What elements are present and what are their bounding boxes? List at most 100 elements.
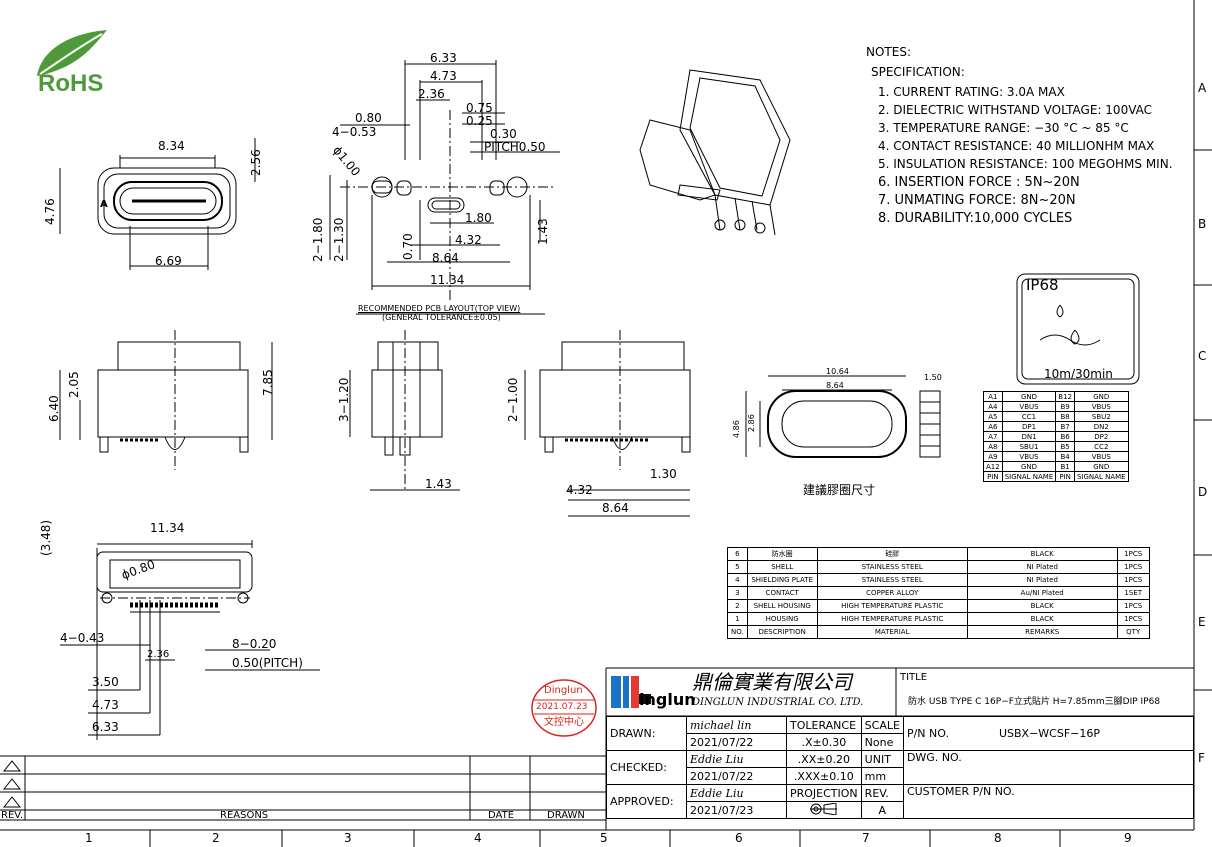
table-cell: GND — [1001, 461, 1057, 472]
dim-label: PITCH0.50 — [484, 140, 546, 154]
table-cell: A12 — [983, 461, 1003, 472]
rev-value: A — [860, 801, 904, 819]
title-block-table: DRAWN: michael lin TOLERANCE SCALE P/N N… — [606, 716, 1194, 819]
dim-label: 3.50 — [92, 675, 119, 689]
table-cell: 6 — [727, 547, 748, 561]
dim-label: (3.48) — [39, 519, 53, 556]
pn-label: P/N NO. — [906, 727, 949, 740]
table-cell: SBU1 — [1001, 441, 1057, 452]
dwg-label: DWG. NO. — [902, 750, 1194, 785]
grid-row-label: F — [1198, 751, 1205, 765]
title-text: 防水 USB TYPE C 16P−F立式貼片 H=7.85mm三腳DIP IP… — [908, 697, 1161, 707]
table-cell: BLACK — [966, 599, 1118, 613]
table-cell: B8 — [1055, 411, 1075, 422]
table-cell: 1PCS — [1116, 573, 1150, 587]
table-cell: A7 — [983, 431, 1003, 442]
table-header: PIN — [983, 471, 1003, 482]
ip68-label: IP68 — [1026, 276, 1059, 294]
table-cell: 硅膠 — [816, 547, 968, 561]
drawn-date: 2021/07/22 — [686, 733, 787, 751]
notes-spec: SPECIFICATION: — [871, 65, 965, 79]
dim-label: 4.32 — [566, 483, 593, 497]
dim-label: 0.80 — [355, 111, 382, 125]
grid-row-label: C — [1198, 349, 1207, 363]
rev-label: REV. — [860, 784, 904, 802]
note-item: 8. DURABILITY:10,000 CYCLES — [878, 211, 1073, 226]
tol-2: .XX±0.20 — [786, 750, 862, 768]
table-cell: B12 — [1055, 391, 1075, 402]
ip68-box — [1016, 273, 1140, 385]
projection-symbol — [786, 801, 862, 819]
note-item: 7. UNMATING FORCE: 8N~20N — [878, 193, 1076, 208]
stamp-line1: Dinglun — [544, 685, 583, 696]
pcb-layout-view — [329, 60, 560, 315]
pcb-caption: RECOMMENDED PCB LAYOUT(TOP VIEW) — [358, 304, 521, 313]
pn-cell: P/N NO.USBX−WCSF−16P — [902, 716, 1194, 751]
dim-label: 2.05 — [67, 371, 81, 398]
table-cell: B4 — [1055, 451, 1075, 462]
date-header: DATE — [488, 810, 515, 821]
title-label: TITLE — [900, 672, 928, 683]
dim-label: 4.73 — [430, 69, 457, 83]
table-header: REMARKS — [966, 625, 1118, 639]
isometric-view — [639, 69, 791, 236]
table-cell: DP1 — [1001, 421, 1057, 432]
dim-label: 0.30 — [490, 127, 517, 141]
side-view-1 — [59, 330, 273, 470]
grid-col-label: 8 — [994, 831, 1002, 845]
dim-label: 8.64 — [826, 381, 844, 390]
rohs-logo: RoHS — [28, 28, 128, 98]
table-cell: VBUS — [1074, 451, 1129, 462]
table-cell: 1PCS — [1116, 599, 1150, 613]
dim-label: 4−0.43 — [60, 631, 105, 645]
grid-col-label: 9 — [1124, 831, 1132, 845]
grid-col-ticks — [149, 830, 1061, 847]
table-row: CHECKED: Eddie Liu .XX±0.20 UNIT DWG. NO… — [606, 750, 1194, 785]
grid-row-label: E — [1198, 615, 1206, 629]
side-view-3 — [524, 330, 691, 517]
table-cell: B6 — [1055, 431, 1075, 442]
dim-label: 11.34 — [150, 521, 185, 535]
checked-label: CHECKED: — [606, 750, 687, 785]
scale-label: SCALE — [860, 716, 904, 734]
table-cell: A9 — [983, 451, 1003, 462]
dim-label: 10.64 — [826, 367, 849, 376]
bottom-view — [60, 540, 320, 740]
dim-label: 4.32 — [455, 233, 482, 247]
third-angle-projection-icon — [809, 801, 837, 816]
grid-row-label: D — [1198, 485, 1208, 499]
dim-label: 8.64 — [602, 501, 629, 515]
grid-col-label: 5 — [600, 831, 608, 845]
dim-label: 2−1.00 — [506, 377, 520, 422]
table-header: SIGNAL NAME — [1074, 471, 1129, 482]
table-cell: 1PCS — [1116, 560, 1150, 574]
table-cell: VBUS — [1001, 451, 1057, 462]
table-cell: B7 — [1055, 421, 1075, 432]
dim-label: 6.33 — [92, 720, 119, 734]
grid-row-label: B — [1198, 217, 1207, 231]
table-header: DESCRIPTION — [746, 625, 818, 639]
front-view — [59, 138, 256, 270]
dim-label: 8.34 — [158, 139, 185, 153]
dim-label: 7.85 — [261, 369, 275, 396]
tol-1: .X±0.30 — [786, 733, 862, 751]
dim-label: 6.33 — [430, 51, 457, 65]
table-cell: GND — [1001, 391, 1057, 402]
table-cell: DP2 — [1074, 431, 1129, 442]
dim-label: 4−0.53 — [332, 125, 377, 139]
company-name-cn: 鼎倫實業有限公司 — [692, 670, 852, 694]
dim-label: 8.64 — [432, 251, 459, 265]
approved-label: APPROVED: — [606, 784, 687, 819]
rev-header: REV. — [1, 810, 23, 821]
table-row: APPROVED: Eddie Liu PROJECTION REV. CUST… — [606, 784, 1194, 819]
